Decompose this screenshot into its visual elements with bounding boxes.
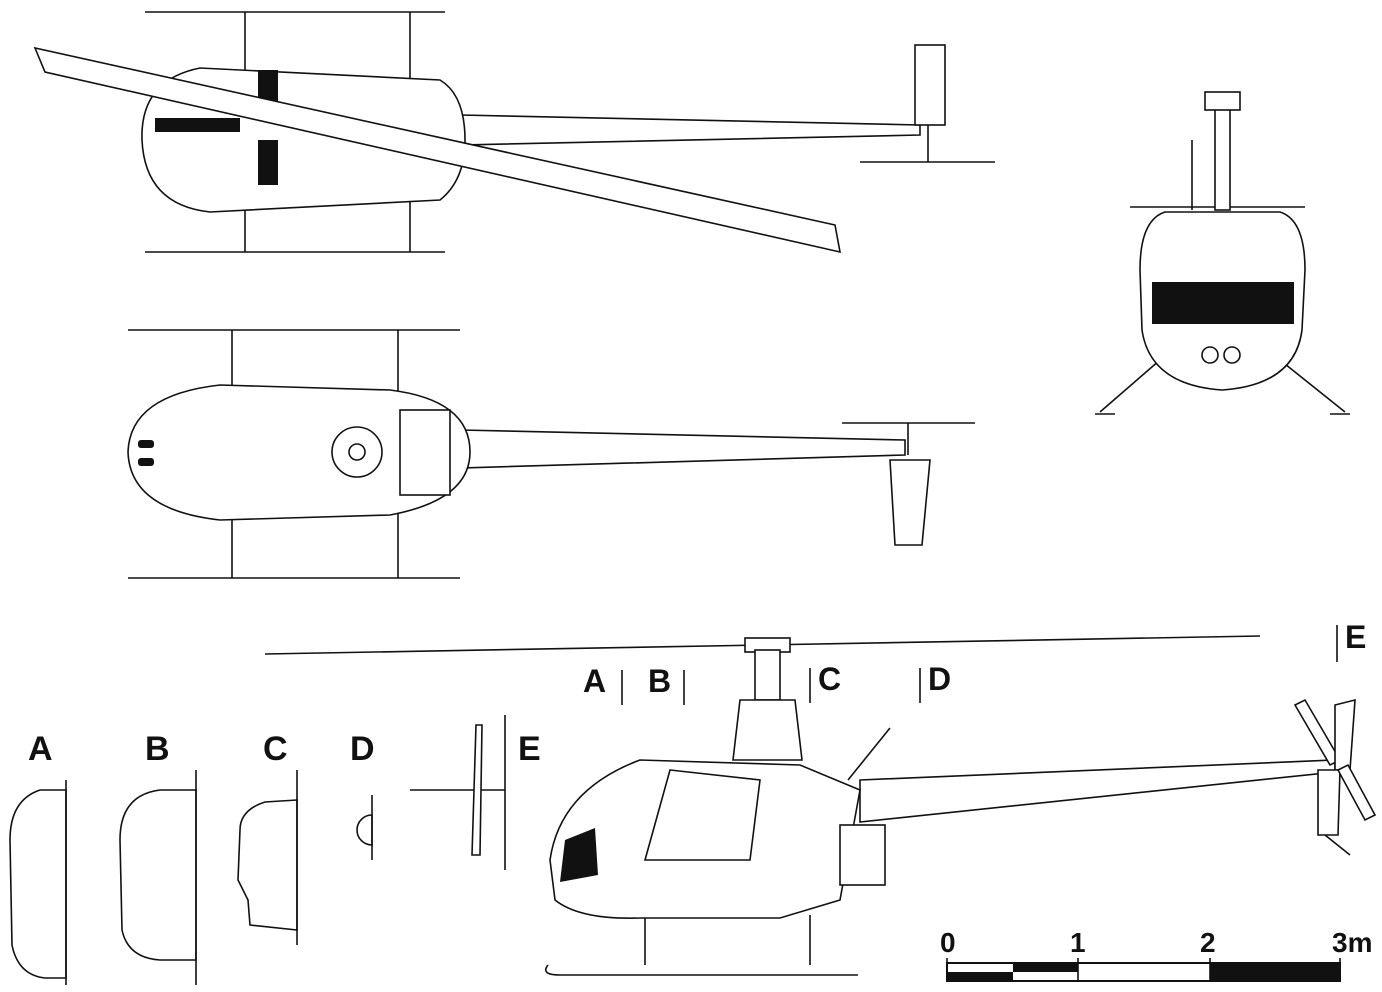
marker-e: E: [1345, 619, 1366, 655]
scale-tick-1: 1: [1070, 927, 1086, 958]
marker-d: D: [928, 661, 951, 697]
marker-b: B: [648, 663, 671, 699]
scale-tick-0: 0: [940, 927, 956, 958]
cross-sections: A B C D E: [9, 715, 541, 985]
marker-a: A: [583, 663, 606, 699]
scale-tick-2: 2: [1200, 927, 1216, 958]
side-view: [264, 635, 1377, 976]
section-a-label: A: [28, 730, 53, 768]
bottom-view: [127, 329, 975, 579]
section-b-label: B: [145, 730, 170, 768]
marker-c: C: [818, 661, 841, 697]
section-c-label: C: [263, 730, 288, 768]
top-view: [33, 11, 995, 254]
scale-tick-3: 3m: [1332, 927, 1372, 958]
section-e-label: E: [518, 730, 541, 768]
section-d-label: D: [350, 730, 375, 768]
front-view: [1095, 91, 1350, 415]
scale-bar: 0 1 2 3m: [940, 927, 1372, 982]
side-markers: A B C D E: [583, 619, 1366, 705]
